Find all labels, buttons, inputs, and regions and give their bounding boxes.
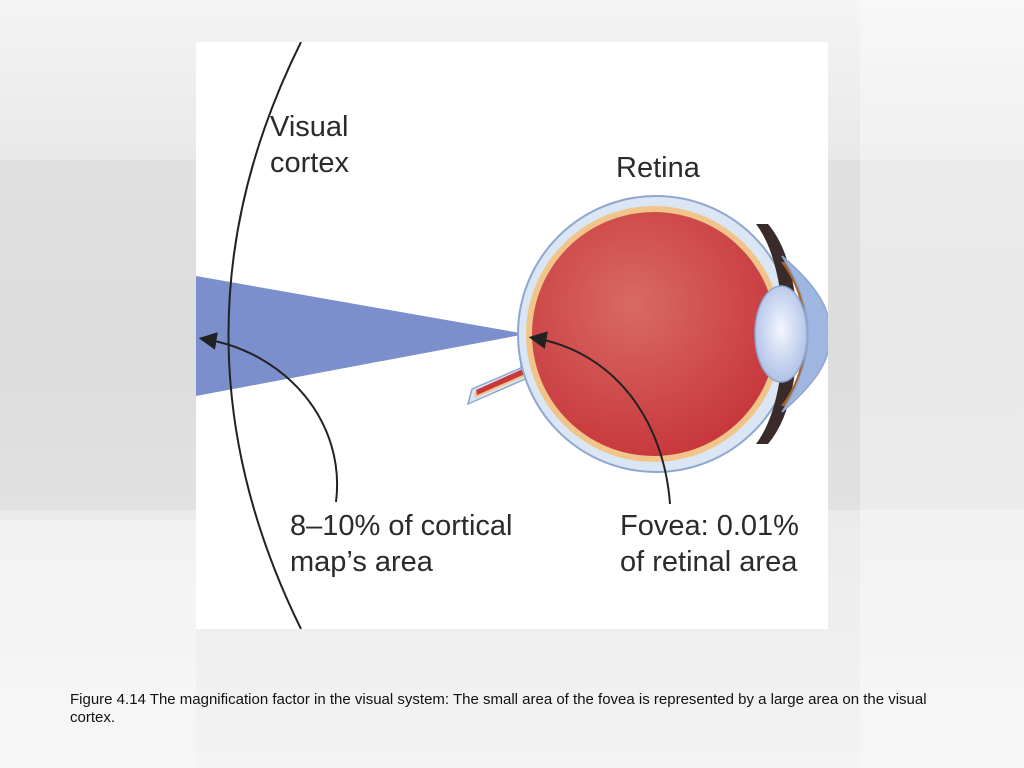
lens	[754, 285, 808, 383]
fovea-arrow	[528, 331, 671, 505]
visual-cortex-label: Visual cortex	[270, 111, 349, 179]
background-shape	[860, 0, 1024, 768]
retina-label: Retina	[616, 152, 700, 184]
figure-panel: Visual cortex Retina 8–10% of cortical m…	[196, 42, 828, 629]
fovea-area-label: Fovea: 0.01% of retinal area	[620, 510, 799, 578]
cornea	[781, 255, 828, 413]
ciliary-body	[756, 224, 798, 444]
visual-cortex-curve	[227, 42, 302, 629]
background-shape	[0, 520, 196, 768]
cortical-area-label: 8–10% of cortical map’s area	[290, 510, 513, 578]
cortex-arrow	[198, 332, 339, 503]
eyeball	[532, 212, 776, 456]
figure-caption: Figure 4.14 The magnification factor in …	[70, 691, 927, 726]
eye-cortex-diagram	[196, 42, 828, 629]
cortical-projection-wedge	[196, 276, 526, 396]
